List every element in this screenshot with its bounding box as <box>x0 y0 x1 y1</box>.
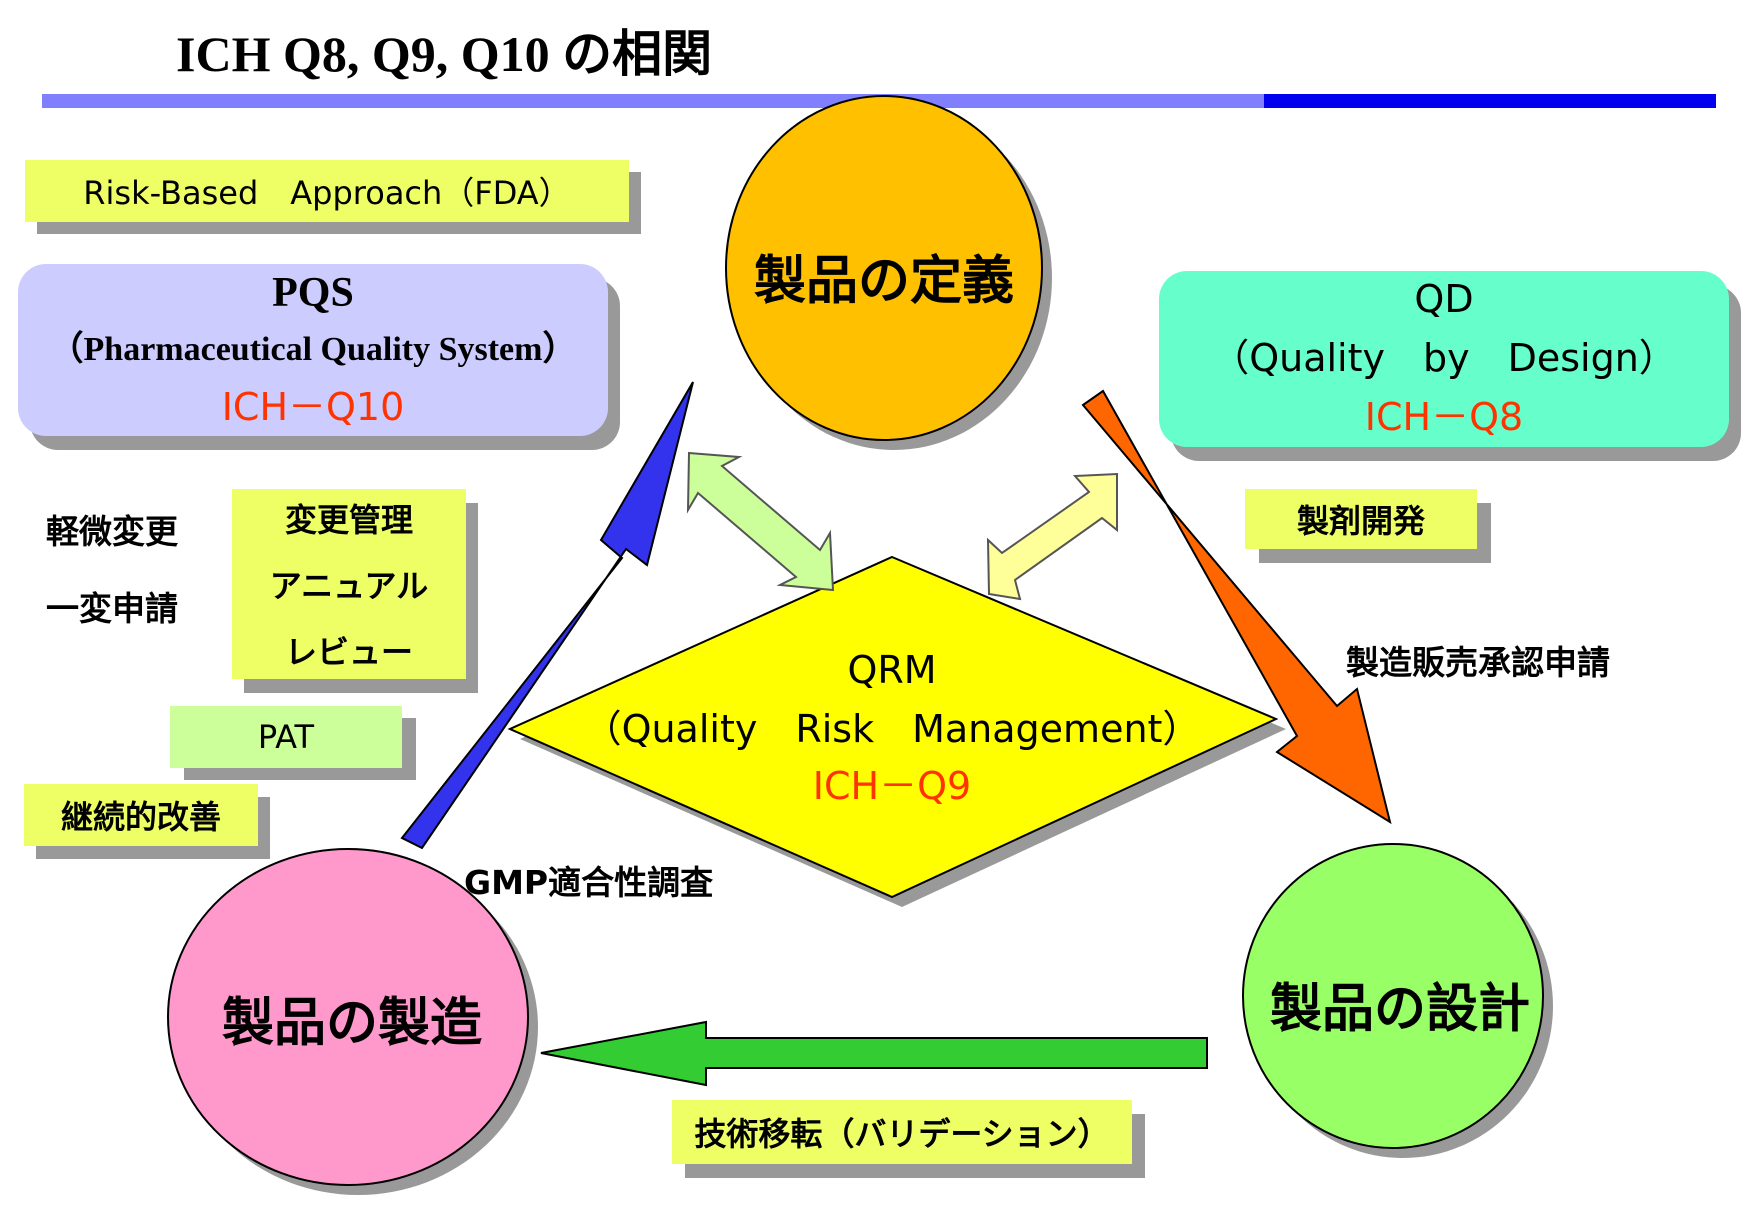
arrow-manufacturing-to-definition <box>400 381 694 850</box>
header-bar-dark <box>1264 94 1716 108</box>
risk-based-note: Risk-Based Approach（FDA） <box>25 160 629 222</box>
double-arrow-definition-qrm <box>686 451 835 592</box>
change-mgmt-note: 変更管理 アニュアル レビュー <box>232 489 466 679</box>
arrow-definition-to-design <box>1081 389 1392 825</box>
header-bar-light <box>42 94 1264 108</box>
double-arrow-qrm-definition <box>986 472 1118 601</box>
change-mgmt-line-3: レビュー <box>284 633 413 671</box>
continuous-note-text: 継続的改善 <box>60 798 221 836</box>
qd-box: QD （Quality by Design） ICH－Q8 <box>1159 271 1729 447</box>
circle-definition <box>725 95 1043 441</box>
change-mgmt-line-2: アニュアル <box>269 567 429 605</box>
circle-design <box>1242 843 1544 1149</box>
gmp-label-text: GMP適合性調査 <box>464 863 714 902</box>
page-title: ICH Q8, Q9, Q10 の相関 <box>176 26 713 82</box>
formulation-note: 製剤開発 <box>1245 489 1477 549</box>
circle-manufacturing <box>167 848 529 1186</box>
continuous-note: 継続的改善 <box>24 784 258 846</box>
gmp-label: GMP適合性調査 <box>464 856 713 904</box>
qrm-text: QRM （Quality Risk Management） ICH－Q9 <box>532 648 1252 810</box>
circle-design-label: 製品の設計 <box>1269 979 1531 1040</box>
pqs-subtitle: （Pharmaceutical Quality System） <box>49 331 577 368</box>
pqs-box: PQS （Pharmaceutical Quality System） ICH－… <box>18 264 608 436</box>
pat-note: PAT <box>170 706 402 768</box>
qd-code: ICH－Q8 <box>1364 395 1524 439</box>
qrm-diamond <box>507 555 1279 899</box>
minor-change-label: 軽微変更 <box>46 512 178 551</box>
circle-manufacturing-label: 製品の製造 <box>221 993 483 1054</box>
qd-subtitle: （Quality by Design） <box>1211 336 1677 380</box>
tech-transfer-note: 技術移転（バリデーション） <box>672 1100 1132 1164</box>
partial-change-label: 一変申請 <box>46 589 178 628</box>
qrm-subtitle: （Quality Risk Management） <box>583 707 1201 751</box>
risk-based-note-text: Risk-Based Approach（FDA） <box>83 174 571 212</box>
formulation-note-text: 製剤開発 <box>1296 502 1425 540</box>
pqs-title: PQS <box>272 270 354 316</box>
qrm-title: QRM <box>847 648 937 692</box>
circle-definition-label: 製品の定義 <box>753 251 1015 312</box>
change-mgmt-line-1: 変更管理 <box>284 501 413 539</box>
tech-transfer-note-text: 技術移転（バリデーション） <box>694 1115 1110 1153</box>
arrow-design-to-manufacturing <box>540 1020 1208 1087</box>
qd-title: QD <box>1414 277 1474 321</box>
approval-label: 製造販売承認申請 <box>1346 643 1610 682</box>
pat-note-text: PAT <box>257 718 315 756</box>
qrm-code: ICH－Q9 <box>812 764 972 808</box>
pqs-code: ICH－Q10 <box>221 385 405 429</box>
